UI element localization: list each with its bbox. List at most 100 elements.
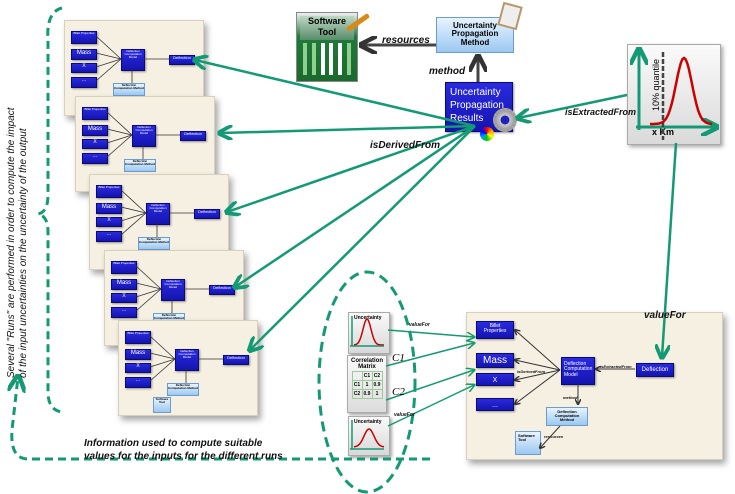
results-line1: Uncertainty: [450, 87, 501, 98]
mass-label: Mass: [483, 355, 507, 366]
run-x-node: X: [111, 293, 137, 303]
run-more-node: ...: [125, 377, 151, 388]
derived-arrow-3: [227, 124, 476, 212]
billet-line2: Properties: [483, 328, 507, 335]
runs-note: Several "Runs" are performed in order to…: [6, 107, 30, 378]
matrix-title-1: Correlation: [350, 358, 383, 364]
method-line3: Method: [460, 37, 490, 47]
results-line3: Results: [450, 113, 484, 124]
input-arrow-1: [387, 329, 474, 337]
uncertainty-curve-1: [353, 318, 384, 346]
inputs-note: Information used to compute suitable val…: [84, 437, 283, 463]
software-tool-small-node[interactable]: Software Tool: [515, 431, 541, 455]
run-method-node: Deflection Computation Method: [113, 83, 145, 96]
run-billet-node: Billet Properties: [111, 261, 137, 274]
detailed-run-panel: Billet Properties Mass X ... Deflection …: [466, 312, 723, 460]
run-model-node: Deflection Computation Model: [132, 125, 156, 147]
input-arrow-4: [387, 385, 474, 427]
run-software-node: Software Tool: [153, 397, 171, 413]
method-label: method: [429, 66, 466, 77]
inputs-dashed-ellipse: [317, 270, 417, 494]
sw-line1: Software: [518, 433, 535, 438]
run-deflection-node: Deflection: [223, 355, 249, 365]
detail-arrow: [515, 369, 561, 404]
run-x-node: X: [82, 139, 108, 149]
dm-line2: Computation: [554, 413, 580, 419]
software-tool-line2: Tool: [317, 27, 337, 37]
software-tool-icon[interactable]: Software Tool: [296, 12, 358, 82]
input-arrow-3: [385, 370, 474, 401]
deflection-label: Deflection: [641, 367, 669, 373]
run-arrows: [95, 35, 169, 83]
run-deflection-node: Deflection: [180, 131, 206, 141]
method-small-label: method: [563, 395, 578, 400]
detail-arrow: [515, 330, 561, 371]
inputs-note-line2: values for the inputs for the different …: [84, 451, 283, 462]
billet-line1: Billet: [489, 323, 501, 329]
deflection-model-node[interactable]: Deflection Computation Model: [561, 357, 595, 385]
run-more-node: ...: [71, 77, 97, 88]
run-method-node: Deflection Computation Method: [167, 383, 199, 396]
runs-brace: [37, 6, 63, 414]
gear-icon: [493, 108, 517, 132]
run-mass-node: Mass: [71, 49, 97, 60]
deflection-method-node[interactable]: Deflection Computation Method: [546, 407, 588, 426]
run-billet-node: Billet Properties: [82, 107, 108, 120]
run-billet-node: Billet Properties: [125, 331, 151, 344]
uncertainty-axes-1: [350, 316, 384, 347]
detail-arrow: [540, 425, 561, 448]
feedback-dashed-arrow: [12, 377, 430, 461]
value-for-label: valueFor: [644, 310, 686, 321]
derived-arrow-4: [235, 124, 476, 287]
method-line2: Propagation: [451, 29, 499, 39]
run-arrows: [135, 265, 209, 313]
run-more-node: ...: [96, 231, 122, 242]
resources-label: resources: [382, 35, 430, 46]
uncertainty-icon-1[interactable]: Uncertainty: [348, 312, 390, 354]
run-method-node: Deflection Computation Method: [138, 237, 170, 250]
uncertainty-label-1: Uncertainty: [354, 315, 382, 321]
value-for-small-2: valueFor: [394, 412, 415, 418]
value-for-small-1: valueFor: [409, 322, 430, 328]
results-line2: Propagation: [450, 100, 504, 111]
x-label: X: [492, 377, 498, 384]
run-arrows: [149, 335, 223, 383]
derived-arrow-5: [250, 125, 476, 350]
is-extracted-from-label: isExtractedFrom: [565, 107, 637, 117]
billet-properties-node[interactable]: Billet Properties: [476, 321, 514, 339]
run-model-node: Deflection Computation Model: [175, 349, 199, 371]
run-mass-node: Mass: [96, 203, 122, 214]
dm-line3: Method: [559, 417, 575, 423]
run-model-node: Deflection Computation Model: [146, 203, 170, 225]
uncertainty-curve-2: [353, 428, 385, 448]
extracted-from-arrow: [518, 93, 628, 118]
run-mass-node: Mass: [111, 279, 137, 290]
model-line2: Computation: [564, 366, 593, 373]
dm-line1: Deflection: [557, 409, 577, 414]
more-inputs-node[interactable]: ...: [476, 398, 514, 411]
run-x-node: X: [125, 363, 151, 373]
derived-arrow-2: [220, 124, 476, 133]
run-billet-node: Billet Properties: [96, 185, 122, 198]
matrix-cell: 1: [371, 389, 383, 399]
abacus-icon: [297, 43, 357, 75]
runs-note-line2: of the input uncertainties on the uncert…: [18, 128, 29, 378]
run-model-node: Deflection Computation Model: [161, 279, 185, 301]
is-derived-from-label: isDerivedFrom: [370, 140, 441, 151]
run-method-node: Deflection Computation Method: [124, 159, 156, 172]
run-arrows: [106, 111, 180, 159]
input-arrow-2: [385, 343, 474, 367]
more-label: ...: [492, 402, 498, 409]
uncertainty-axes-2: [350, 420, 384, 450]
deflection-node[interactable]: Deflection: [636, 363, 674, 377]
run-x-node: X: [71, 63, 97, 73]
resources-small-label: resources: [544, 434, 564, 439]
run-mass-node: Mass: [82, 125, 108, 136]
uncertainty-label-2: Uncertainty: [354, 419, 382, 425]
run-mass-node: Mass: [125, 349, 151, 360]
run-more-node: ...: [82, 153, 108, 164]
colorful-gear-icon: [480, 127, 494, 141]
